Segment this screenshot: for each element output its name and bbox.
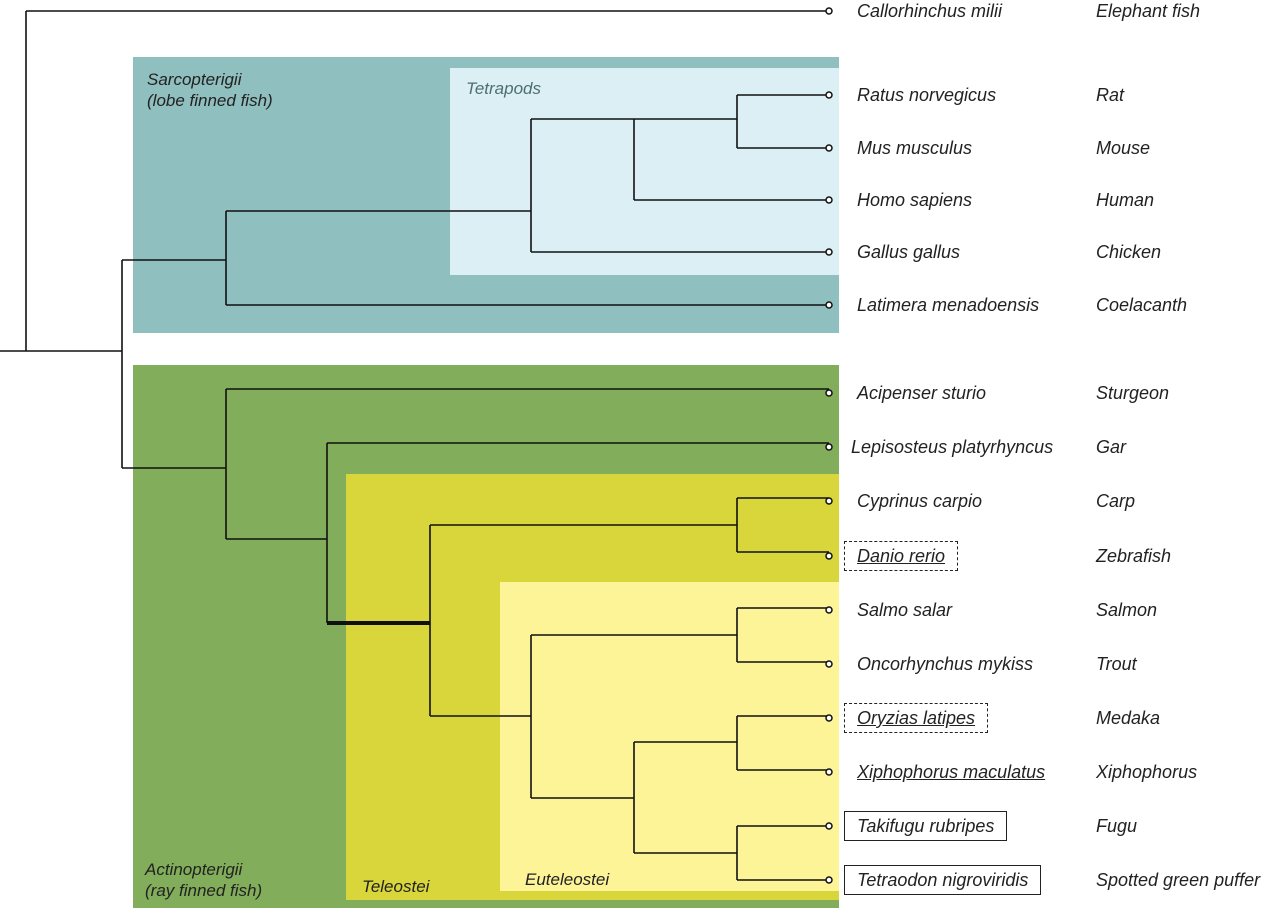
taxon-common-name: Sturgeon: [1096, 383, 1170, 403]
tip-node: [825, 443, 833, 451]
taxon-common-name: Human: [1096, 190, 1155, 210]
taxon-scientific-name: Takifugu rubripes: [843, 811, 1008, 841]
taxon-common-name: Coelacanth: [1096, 295, 1188, 315]
taxon-scientific-name: Danio rerio: [843, 541, 959, 571]
taxon-scientific-name: Tetraodon nigroviridis: [843, 865, 1042, 895]
taxon-common-name: Elephant fish: [1096, 1, 1201, 21]
sarcopterygii-name: Sarcopterigii: [147, 70, 242, 89]
taxon-common-name: Xiphophorus: [1096, 762, 1198, 782]
taxon-common-name: Trout: [1096, 654, 1137, 674]
taxon-scientific-name: Lepisosteus platyrhyncus: [851, 437, 1054, 457]
tip-node: [825, 196, 833, 204]
taxon-scientific-name: Mus musculus: [857, 138, 973, 158]
taxon-common-name: Fugu: [1096, 816, 1138, 836]
taxon-scientific-name: Cyprinus carpio: [857, 491, 983, 511]
taxon-common-name: Spotted green puffer: [1096, 870, 1261, 890]
actinopterygii-desc: (ray finned fish): [145, 881, 263, 900]
taxon-scientific-name: Callorhinchus milii: [857, 1, 1003, 21]
tip-node: [825, 389, 833, 397]
taxon-scientific-name: Oryzias latipes: [843, 703, 989, 733]
taxon-scientific-name: Ratus norvegicus: [857, 85, 997, 105]
taxon-scientific-name: Homo sapiens: [857, 190, 973, 210]
taxon-common-name: Medaka: [1096, 708, 1161, 728]
tip-node: [825, 552, 833, 560]
tip-node: [825, 606, 833, 614]
taxon-common-name: Salmon: [1096, 600, 1158, 620]
tip-node: [825, 714, 833, 722]
tip-node: [825, 768, 833, 776]
actinopterygii-label: Actinopterigii (ray finned fish): [145, 859, 262, 901]
taxon-scientific-name: Xiphophorus maculatus: [857, 762, 1046, 782]
taxon-scientific-name: Acipenser sturio: [857, 383, 987, 403]
tip-node: [825, 660, 833, 668]
tip-node: [825, 301, 833, 309]
taxon-common-name: Zebrafish: [1096, 546, 1172, 566]
taxon-scientific-name: Oncorhynchus mykiss: [857, 654, 1034, 674]
taxon-common-name: Rat: [1096, 85, 1125, 105]
euteleostei-region: [500, 582, 839, 891]
tetrapods-region: [450, 68, 839, 275]
taxon-scientific-name: Salmo salar: [857, 600, 953, 620]
euteleostei-label: Euteleostei: [525, 870, 610, 889]
tip-node: [825, 144, 833, 152]
tip-node: [825, 91, 833, 99]
taxon-common-name: Chicken: [1096, 242, 1162, 262]
tip-node: [825, 497, 833, 505]
tetrapods-label: Tetrapods: [466, 79, 541, 98]
sarcopterygii-desc: (lobe finned fish): [147, 91, 273, 110]
taxon-scientific-name: Gallus gallus: [857, 242, 961, 262]
tip-node: [825, 876, 833, 884]
tip-node: [825, 248, 833, 256]
tip-node: [825, 7, 833, 15]
taxon-common-name: Carp: [1096, 491, 1136, 511]
sarcopterygii-label: Sarcopterigii (lobe finned fish): [147, 69, 273, 111]
teleostei-label: Teleostei: [362, 877, 430, 896]
taxon-common-name: Mouse: [1096, 138, 1151, 158]
taxon-common-name: Gar: [1096, 437, 1127, 457]
tip-node: [825, 822, 833, 830]
taxon-scientific-name: Latimera menadoensis: [857, 295, 1040, 315]
actinopterygii-name: Actinopterigii: [145, 860, 243, 879]
